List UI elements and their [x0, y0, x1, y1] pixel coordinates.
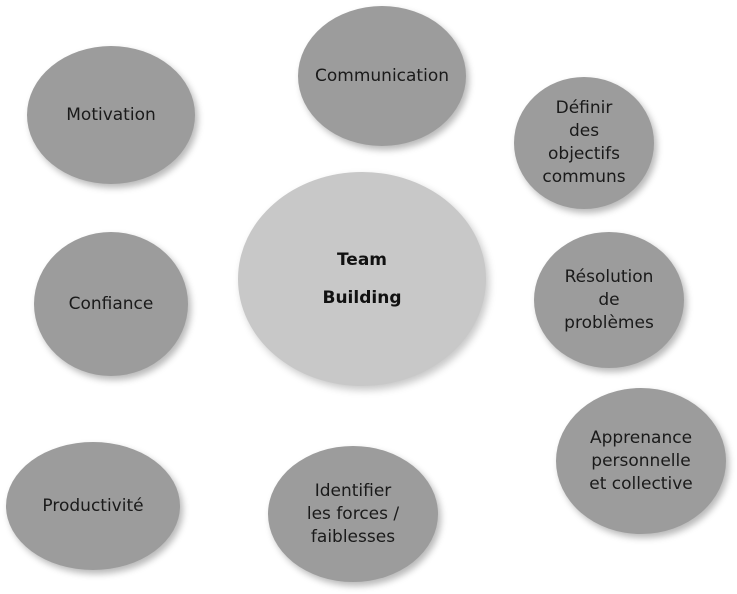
bubble-team-building-center: Team Building — [238, 172, 486, 386]
bubble-label: Productivité — [42, 495, 144, 516]
bubble-label: Apprenance personnelle et collective — [589, 427, 693, 494]
center-label: Team Building — [322, 250, 402, 308]
bubble-confiance: Confiance — [34, 232, 188, 376]
bubble-label: Résolution de problèmes — [564, 266, 654, 333]
bubble-label: Définir des objectifs communs — [542, 98, 626, 187]
bubble-apprenance: Apprenance personnelle et collective — [556, 388, 726, 534]
bubble-label: Identifier les forces / faiblesses — [306, 480, 400, 547]
bubble-motivation: Motivation — [27, 46, 195, 184]
bubble-label: Confiance — [68, 293, 154, 314]
bubble-resolution-problemes: Résolution de problèmes — [534, 232, 684, 368]
bubble-identifier-forces-faiblesses: Identifier les forces / faiblesses — [268, 446, 438, 582]
bubble-label: Motivation — [66, 104, 156, 125]
bubble-communication: Communication — [298, 6, 466, 146]
bubble-productivite: Productivité — [6, 442, 180, 570]
bubble-definir-objectifs: Définir des objectifs communs — [514, 77, 654, 209]
bubble-label: Communication — [315, 65, 449, 86]
